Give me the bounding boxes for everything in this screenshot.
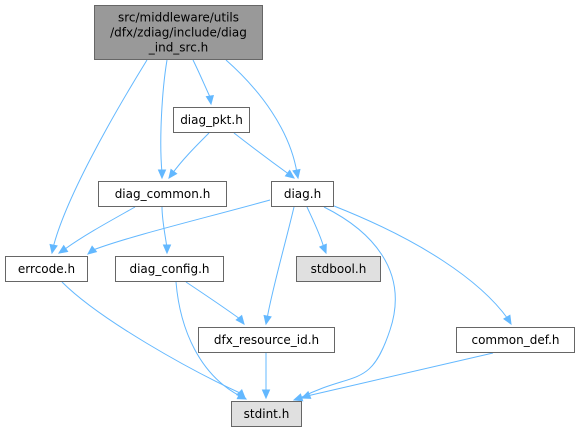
node-label: stdbool.h — [311, 262, 367, 276]
node-label: _ind_src.h — [148, 41, 209, 55]
edge-arrowhead — [236, 391, 248, 400]
edges-layer — [49, 59, 512, 402]
node-label: dfx_resource_id.h — [214, 333, 319, 347]
edge-root-to-errcode — [49, 59, 148, 255]
edge-arrowhead — [300, 390, 312, 399]
node-label: diag_common.h — [115, 187, 211, 201]
edge-arrowhead — [87, 245, 98, 255]
node-diag-config[interactable]: diag_config.h — [115, 256, 224, 282]
nodes-layer: src/middleware/utils/dfx/zdiag/include/d… — [5, 5, 575, 427]
edge-arrowhead — [157, 169, 167, 180]
edge-line — [192, 59, 211, 98]
edge-arrowhead — [168, 168, 178, 179]
edge-arrowhead — [318, 243, 327, 255]
edge-diag-pkt-to-diag-common — [168, 132, 210, 179]
edge-arrowhead — [502, 314, 512, 326]
node-diag[interactable]: diag.h — [271, 181, 334, 207]
edge-common-def-to-stdint — [300, 352, 494, 399]
edge-line — [306, 352, 494, 397]
edge-arrowhead — [205, 94, 214, 106]
edge-arrowhead — [263, 314, 272, 326]
edge-diag-pkt-to-diag — [233, 132, 295, 179]
edge-line — [333, 205, 509, 320]
edge-arrowhead — [49, 243, 58, 255]
edge-line — [233, 132, 291, 176]
node-box — [198, 327, 335, 353]
edge-line — [299, 206, 396, 399]
edge-line — [64, 206, 136, 250]
edge-line — [52, 59, 148, 249]
node-label: diag_config.h — [129, 262, 209, 276]
node-box — [94, 5, 263, 60]
edge-arrowhead — [292, 168, 301, 180]
node-label: errcode.h — [18, 262, 75, 276]
edge-root-to-diag — [225, 59, 301, 180]
edge-arrowhead — [235, 314, 245, 325]
edge-arrowhead — [162, 244, 172, 255]
node-label: /dfx/zdiag/include/diag — [110, 26, 247, 40]
node-label: diag.h — [284, 187, 321, 201]
node-label: stdint.h — [244, 407, 290, 421]
edge-diag-to-dfx-resource-id — [263, 206, 295, 326]
node-box — [5, 256, 88, 282]
node-label: src/middleware/utils — [118, 11, 239, 25]
node-diag-common[interactable]: diag_common.h — [98, 181, 227, 207]
node-common-def[interactable]: common_def.h — [456, 327, 575, 353]
edge-diag-to-errcode — [87, 199, 271, 255]
edge-diag-common-to-errcode — [57, 206, 136, 254]
edge-line — [61, 281, 241, 394]
edge-arrowhead — [57, 244, 69, 254]
node-errcode[interactable]: errcode.h — [5, 256, 88, 282]
edge-arrowhead — [284, 169, 295, 179]
edge-diag-to-stdint — [292, 206, 396, 402]
node-box — [456, 327, 575, 353]
node-dfx-resource-id[interactable]: dfx_resource_id.h — [198, 327, 335, 353]
node-box — [231, 401, 302, 427]
node-label: diag_pkt.h — [180, 113, 243, 127]
node-box — [271, 181, 334, 207]
node-stdint: stdint.h — [231, 401, 302, 427]
edge-line — [92, 199, 271, 251]
edge-diag-config-to-stdint — [175, 281, 248, 400]
node-box — [173, 107, 250, 133]
node-box — [98, 181, 227, 207]
edge-arrowhead — [261, 389, 271, 400]
edge-dfx-resource-id-to-stdint — [261, 353, 271, 400]
node-box — [115, 256, 224, 282]
edge-line — [306, 206, 325, 249]
node-label: common_def.h — [471, 333, 559, 347]
edge-line — [225, 59, 298, 174]
edge-diag-common-to-diag-config — [161, 206, 172, 255]
edge-diag-config-to-dfx-resource-id — [185, 281, 245, 325]
node-diag-pkt[interactable]: diag_pkt.h — [173, 107, 250, 133]
edge-root-to-diag-common — [157, 59, 168, 180]
node-stdbool: stdbool.h — [296, 256, 381, 282]
edge-line — [185, 281, 241, 320]
edge-line — [160, 59, 168, 174]
edge-diag-to-common-def — [333, 205, 512, 326]
edge-line — [175, 281, 241, 397]
edge-line — [266, 206, 295, 320]
edge-root-to-diag-pkt — [192, 59, 214, 106]
node-root[interactable]: src/middleware/utils/dfx/zdiag/include/d… — [94, 5, 263, 60]
edge-line — [171, 132, 210, 175]
node-box — [296, 256, 381, 282]
edge-diag-to-stdbool — [306, 206, 327, 255]
edge-arrowhead — [292, 393, 304, 402]
edge-line — [161, 206, 168, 249]
